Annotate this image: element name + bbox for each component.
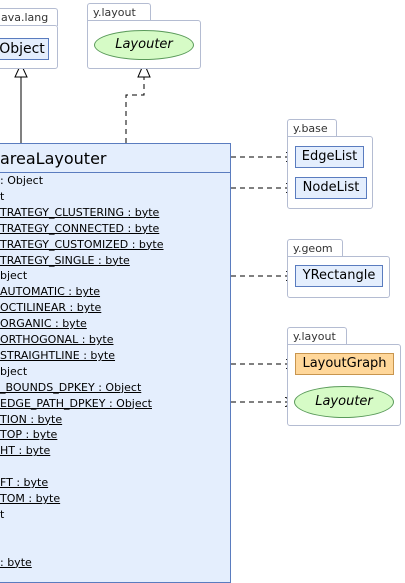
attribute-row: TION : byte [0, 412, 63, 426]
package-label: y.base [293, 122, 328, 135]
interface-layouter-top[interactable]: Layouter [94, 30, 194, 60]
package-label: y.layout [93, 6, 136, 19]
class-divider [0, 172, 230, 173]
package-tab-lang: ava.lang [0, 8, 58, 26]
package-label: y.geom [293, 242, 333, 255]
realization-line [125, 77, 145, 143]
class-name: EdgeList [301, 149, 358, 164]
attribute-row: TOM : byte [0, 492, 61, 505]
class-name: LayoutGraph [302, 356, 387, 371]
class-layoutgraph[interactable]: LayoutGraph [295, 353, 394, 375]
attribute-row: STRAIGHTLINE : byte [0, 348, 116, 362]
interface-layouter-bottom[interactable]: Layouter [294, 386, 394, 418]
attribute-row: t [0, 189, 5, 203]
attribute-row: TRATEGY_CLUSTERING : byte [0, 205, 160, 219]
attribute-row: TRATEGY_CONNECTED : byte [0, 221, 160, 235]
package-label: ava.lang [1, 11, 49, 24]
class-nodelist[interactable]: NodeList [295, 177, 367, 199]
attribute-row: HT : byte [0, 444, 51, 458]
attribute-row: TOP : byte [0, 428, 58, 442]
class-name: NodeList [302, 180, 360, 195]
class-title: areaLayouter [0, 149, 107, 168]
package-tab-layout-bottom: y.layout [287, 327, 347, 345]
attribute-row: : byte [0, 555, 32, 569]
attribute-row: EDGE_PATH_DPKEY : Object [0, 396, 152, 410]
package-label: y.layout [293, 330, 336, 343]
class-object[interactable]: Object [0, 38, 49, 60]
attribute-row: bject [0, 364, 28, 378]
attribute-row: TRATEGY_CUSTOMIZED : byte [0, 237, 164, 251]
attribute-row: ORTHOGONAL : byte [0, 333, 114, 346]
attribute-row: TRATEGY_SINGLE : byte [0, 253, 130, 267]
inheritance-arrowhead [14, 62, 28, 78]
attribute-row: bject [0, 269, 28, 283]
package-tab-base: y.base [287, 119, 337, 137]
attribute-row: _BOUNDS_DPKEY : Object [0, 380, 142, 394]
attribute-row: AUTOMATIC : byte [0, 285, 101, 299]
attribute-row: ORGANIC : byte [0, 317, 87, 331]
class-edgelist[interactable]: EdgeList [295, 146, 364, 168]
package-tab-geom: y.geom [287, 239, 343, 257]
attribute-row: FT : byte [0, 476, 49, 490]
class-partitionlayouter[interactable] [0, 143, 231, 583]
attribute-row: t [0, 507, 5, 521]
package-tab-layout-top: y.layout [87, 3, 151, 21]
interface-name: Layouter [315, 394, 373, 409]
attribute-row: OCTILINEAR : byte [0, 301, 102, 315]
attribute-row: : Object [0, 174, 44, 187]
realization-arrowhead [137, 61, 151, 78]
class-yrectangle[interactable]: YRectangle [295, 265, 383, 287]
class-name: YRectangle [302, 268, 376, 283]
class-name: Object [0, 41, 45, 57]
interface-name: Layouter [115, 37, 173, 52]
